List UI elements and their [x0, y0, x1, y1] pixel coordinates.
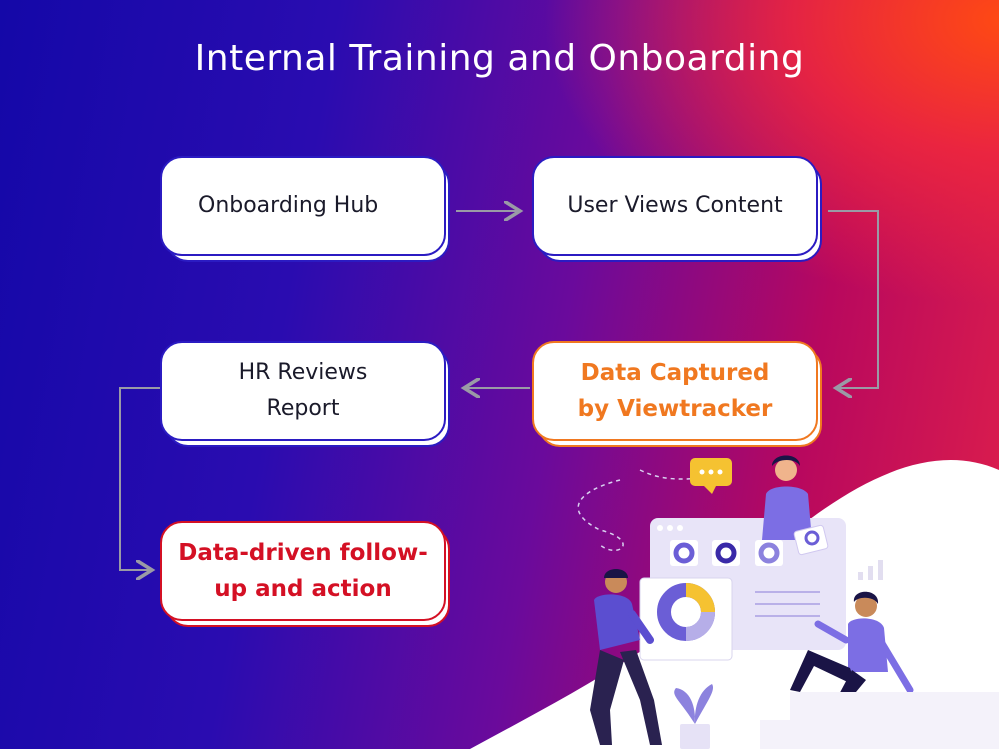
node-label: User Views Content — [532, 156, 818, 256]
plant-pot — [680, 724, 710, 749]
dashed-trail — [577, 479, 624, 552]
node-hr-reviews: HR Reviews Report — [160, 341, 450, 447]
plant-icon — [674, 684, 714, 724]
node-onboarding-hub: Onboarding Hub — [160, 156, 450, 262]
node-label: Data-driven follow-up and action — [160, 521, 446, 621]
node-user-views-content: User Views Content — [532, 156, 822, 262]
page-title: Internal Training and Onboarding — [194, 38, 805, 79]
arrow-hr-to-action — [119, 387, 160, 570]
node-label: Onboarding Hub — [160, 156, 446, 256]
arrow-views-to-captured — [828, 210, 879, 388]
node-data-captured: Data Captured by Viewtracker — [532, 341, 822, 447]
node-label: HR Reviews Report — [160, 341, 446, 441]
stairs — [760, 692, 999, 749]
node-data-driven-action: Data-driven follow-up and action — [160, 521, 450, 627]
node-label: Data Captured by Viewtracker — [532, 341, 818, 441]
